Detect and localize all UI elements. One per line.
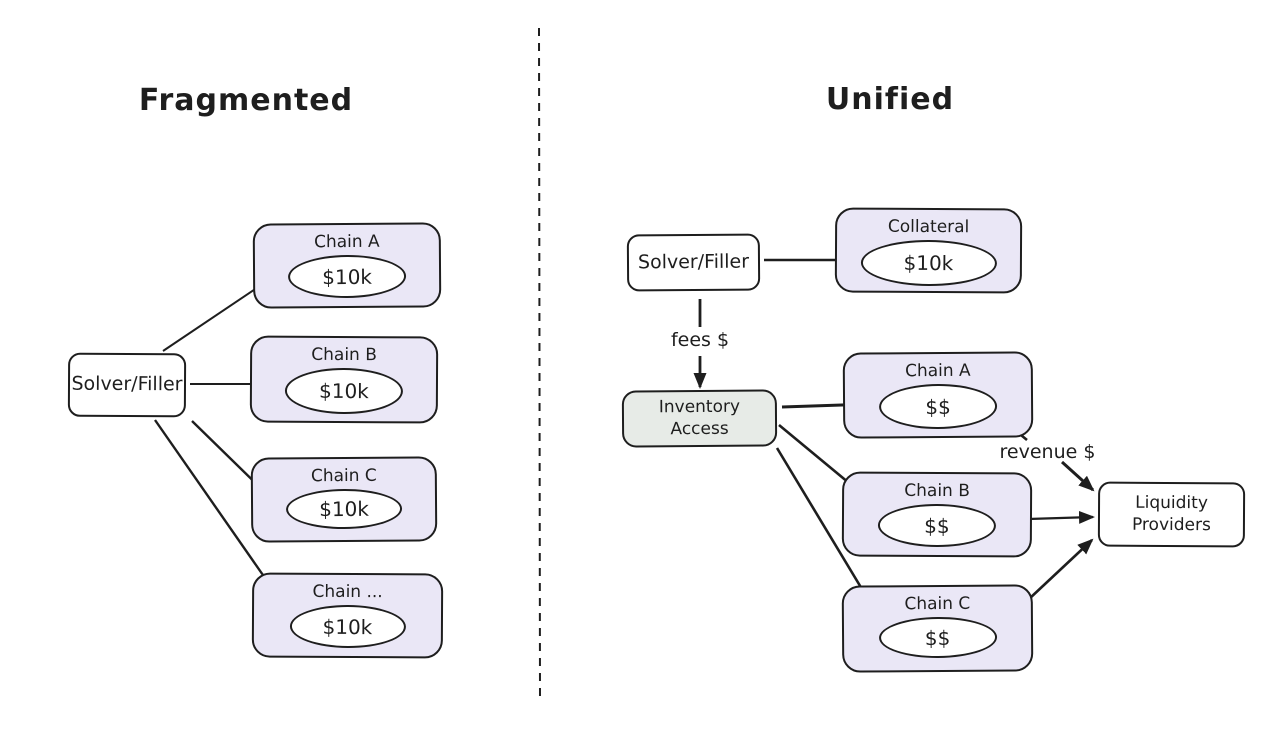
- liquidity-providers-line2: Providers: [1131, 514, 1211, 535]
- left-panel-title: Fragmented: [138, 83, 354, 118]
- chain-label: Chain A: [904, 360, 971, 382]
- solver-filler-label: Solver/Filler: [637, 250, 750, 274]
- pool-amount: $$: [924, 625, 951, 650]
- liquidity-pool-ellipse: $10k: [289, 604, 406, 649]
- chain-box-dots-left: Chain ... $10k: [251, 572, 444, 659]
- liquidity-providers-box: Liquidity Providers: [1097, 481, 1246, 548]
- liquidity-providers-line1: Liquidity: [1135, 493, 1208, 514]
- solver-filler-box-right: Solver/Filler: [626, 233, 761, 292]
- inventory-label-line1: Inventory: [658, 396, 741, 418]
- collateral-pool-ellipse: $10k: [860, 239, 997, 287]
- chain-label: Chain C: [310, 465, 377, 487]
- panel-divider-dashed-line: [538, 27, 541, 701]
- liquidity-pool-ellipse: $10k: [285, 488, 403, 530]
- liquidity-pool-ellipse: $10k: [284, 367, 404, 415]
- inventory-label-line2: Access: [670, 418, 729, 439]
- chain-label: Chain B: [311, 344, 377, 366]
- chain-label: Chain B: [904, 480, 970, 502]
- pool-amount: $$: [925, 394, 951, 419]
- collateral-label: Collateral: [887, 216, 970, 238]
- chain-label: Chain A: [313, 231, 380, 253]
- chain-box-b-left: Chain B $10k: [249, 335, 439, 424]
- pool-amount: $10k: [322, 264, 373, 289]
- pool-amount: $10k: [903, 250, 954, 276]
- collateral-box: Collateral $10k: [834, 207, 1023, 294]
- arrow-revenue-to-liquidity: [1060, 460, 1095, 492]
- inventory-access-box: Inventory Access: [621, 389, 778, 448]
- right-panel-title: Unified: [825, 82, 955, 117]
- pool-amount: $10k: [318, 378, 369, 404]
- pool-amount: $10k: [322, 614, 373, 639]
- liquidity-pool-ellipse: $10k: [287, 254, 407, 299]
- pool-amount: $10k: [319, 496, 370, 522]
- liquidity-pool-ellipse: $$: [877, 503, 997, 548]
- solver-filler-box-left: Solver/Filler: [67, 352, 187, 418]
- chain-label: Chain C: [904, 593, 971, 615]
- liquidity-pool-ellipse: $$: [878, 383, 998, 430]
- chain-box-b-right: Chain B $$: [841, 471, 1033, 558]
- chain-label: Chain ...: [312, 581, 383, 603]
- chain-box-c-right: Chain C $$: [841, 584, 1034, 673]
- fees-flow-label: fees $: [670, 329, 730, 351]
- chain-box-a-right: Chain A $$: [842, 351, 1034, 439]
- chain-box-c-left: Chain C $10k: [250, 456, 438, 543]
- chain-box-a-left: Chain A $10k: [252, 222, 442, 309]
- revenue-flow-label: revenue $: [999, 441, 1096, 463]
- pool-amount: $$: [924, 513, 950, 538]
- liquidity-pool-ellipse: $$: [878, 616, 997, 659]
- solver-filler-label: Solver/Filler: [71, 372, 183, 396]
